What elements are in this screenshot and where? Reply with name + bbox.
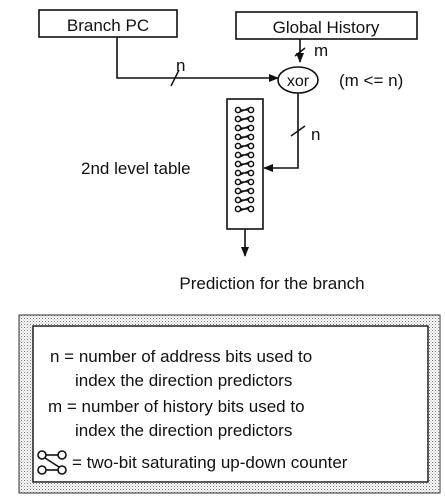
constraint-label: (m <= n) xyxy=(339,71,403,90)
legend-m-definition-cont: index the direction predictors xyxy=(75,421,292,440)
legend-box: n = number of address bits used to index… xyxy=(18,314,441,494)
legend-counter-definition: = two-bit saturating up-down counter xyxy=(72,453,348,472)
n-label-top: n xyxy=(176,56,185,75)
branch-pc-to-xor-arrow xyxy=(116,37,279,82)
n-bus-slash-lower xyxy=(290,125,306,137)
global-history-box: Global History xyxy=(235,11,418,40)
n-bus-slash xyxy=(170,69,180,87)
legend-n-definition-cont: index the direction predictors xyxy=(75,371,292,390)
n-label-table: n xyxy=(311,125,320,144)
xor-node: xor xyxy=(277,66,319,94)
global-history-label: Global History xyxy=(273,18,380,37)
legend-n-definition: n = number of address bits used to xyxy=(50,347,312,366)
xor-to-table-arrow xyxy=(263,93,299,172)
xor-label: xor xyxy=(287,73,310,90)
branch-pc-box: Branch PC xyxy=(38,9,178,38)
branch-pc-label: Branch PC xyxy=(67,16,149,35)
two-bit-counter-icon xyxy=(37,450,67,475)
m-bus-slash xyxy=(294,47,306,57)
legend-m-definition: m = number of history bits used to xyxy=(48,397,305,416)
second-level-table xyxy=(226,98,264,230)
m-label: m xyxy=(314,41,328,60)
table-label: 2nd level table xyxy=(81,159,191,178)
prediction-label: Prediction for the branch xyxy=(179,274,364,293)
